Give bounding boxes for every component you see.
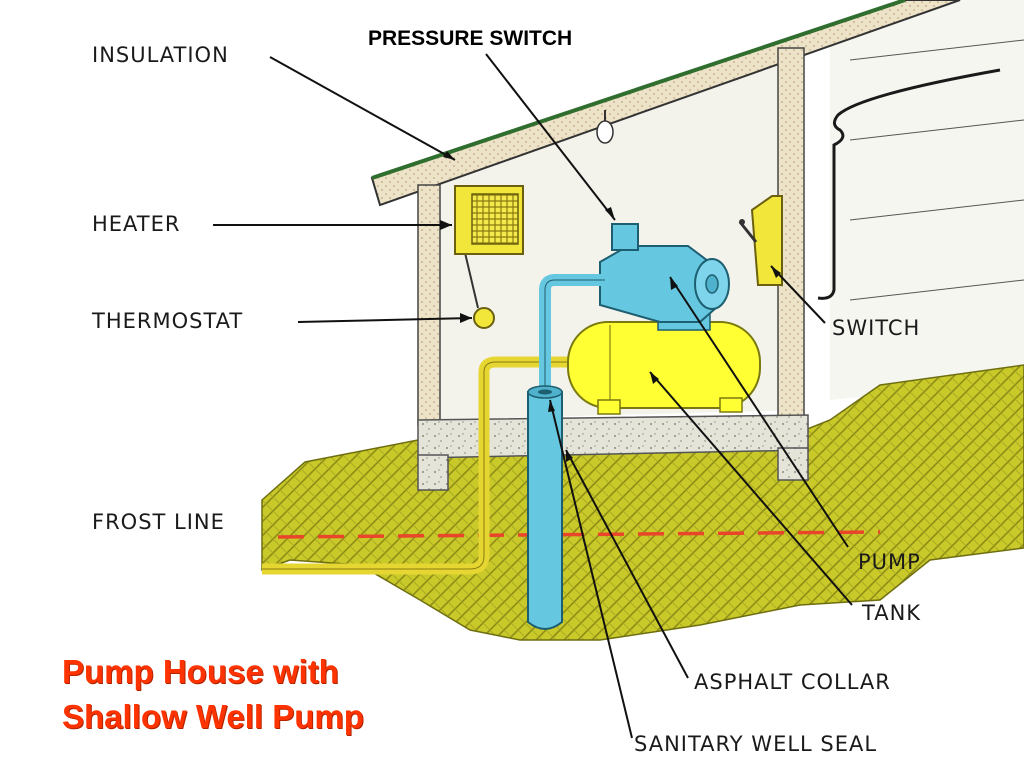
thermostat-dial xyxy=(473,307,495,329)
thermostat-label: THERMOSTAT xyxy=(92,309,244,333)
right-wall xyxy=(830,0,1024,400)
title-line-2: Shallow Well Pump xyxy=(62,698,364,735)
switch-label: SWITCH xyxy=(832,316,921,340)
power-cable xyxy=(817,68,1001,300)
switch-box xyxy=(750,195,783,286)
tank-label: TANK xyxy=(862,601,922,625)
insulation-label: INSULATION xyxy=(92,43,229,67)
concrete-slab xyxy=(417,414,809,459)
pressure-switch-box xyxy=(611,223,639,251)
asphalt-collar-label: ASPHALT COLLAR xyxy=(694,670,891,694)
frost-line-label: FROST LINE xyxy=(92,510,225,534)
left-post xyxy=(417,184,441,426)
sanitary-well-seal-label: SANITARY WELL SEAL xyxy=(634,732,878,756)
pressure-tank xyxy=(567,321,761,409)
heater-label: HEATER xyxy=(92,212,181,236)
well-casing xyxy=(527,391,563,630)
leader-lines xyxy=(213,53,853,739)
title-line-1: Pump House with xyxy=(62,653,339,690)
pump-label: PUMP xyxy=(858,550,921,574)
frost-line xyxy=(277,530,881,539)
leader-arrowheads xyxy=(440,151,781,462)
pressure-switch-label: PRESSURE SWITCH xyxy=(368,27,573,50)
